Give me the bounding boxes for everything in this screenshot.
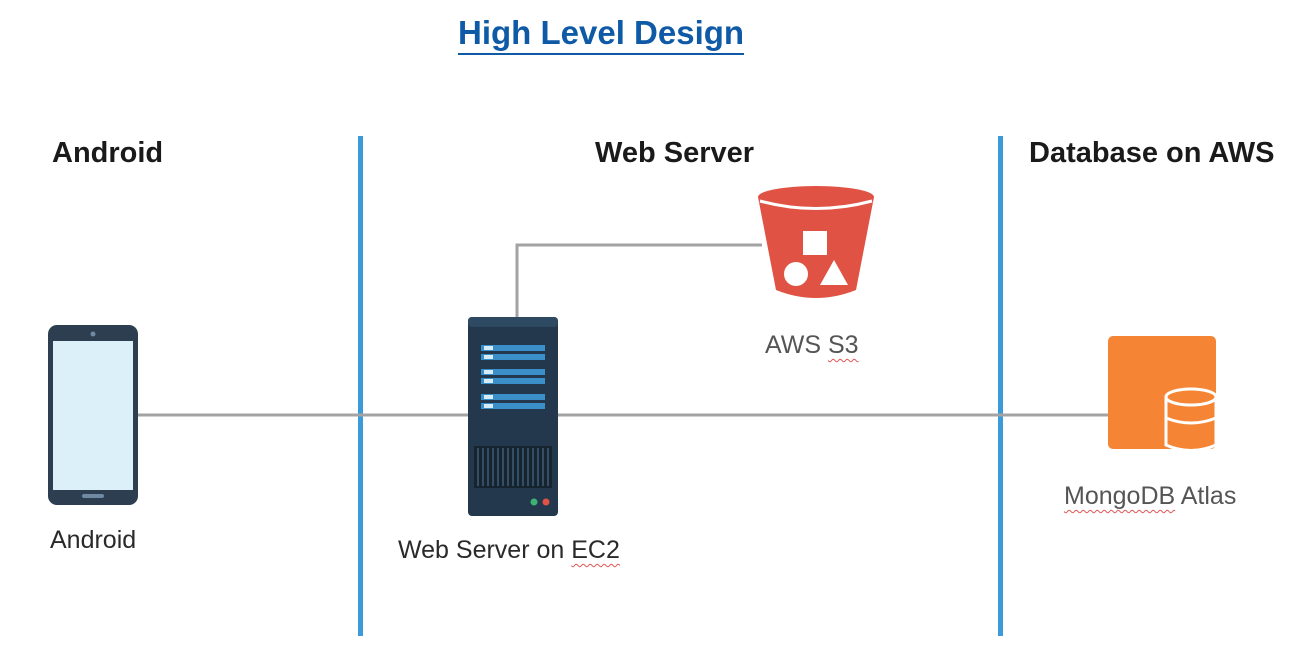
connectors	[136, 243, 1108, 417]
column-header-web-server: Web Server	[595, 137, 755, 169]
android-phone-icon	[48, 325, 138, 505]
server-icon	[468, 317, 558, 516]
column-header-database: Database on AWS	[1029, 137, 1275, 169]
mongodb-label: MongoDB Atlas	[1064, 482, 1236, 511]
diagram-title: High Level Design	[458, 14, 745, 55]
column-header-android: Android	[52, 137, 164, 169]
s3-label-prefix: AWS	[765, 331, 828, 359]
mongodb-label-suffix: Atlas	[1175, 482, 1237, 510]
column-divider-left	[358, 136, 363, 636]
ec2-label-suffix: EC2	[571, 536, 620, 564]
android-label: Android	[50, 526, 137, 554]
mongodb-label-prefix: MongoDB	[1064, 482, 1176, 510]
ec2-label: Web Server on EC2	[398, 536, 620, 565]
ec2-label-prefix: Web Server on	[398, 536, 572, 564]
column-divider-right	[998, 136, 1003, 636]
s3-label: AWS S3	[765, 331, 859, 360]
s3-label-suffix: S3	[827, 331, 859, 359]
s3-bucket-icon	[758, 186, 874, 298]
connector-ec2-s3	[515, 243, 762, 318]
mongodb-atlas-icon	[1108, 336, 1218, 452]
